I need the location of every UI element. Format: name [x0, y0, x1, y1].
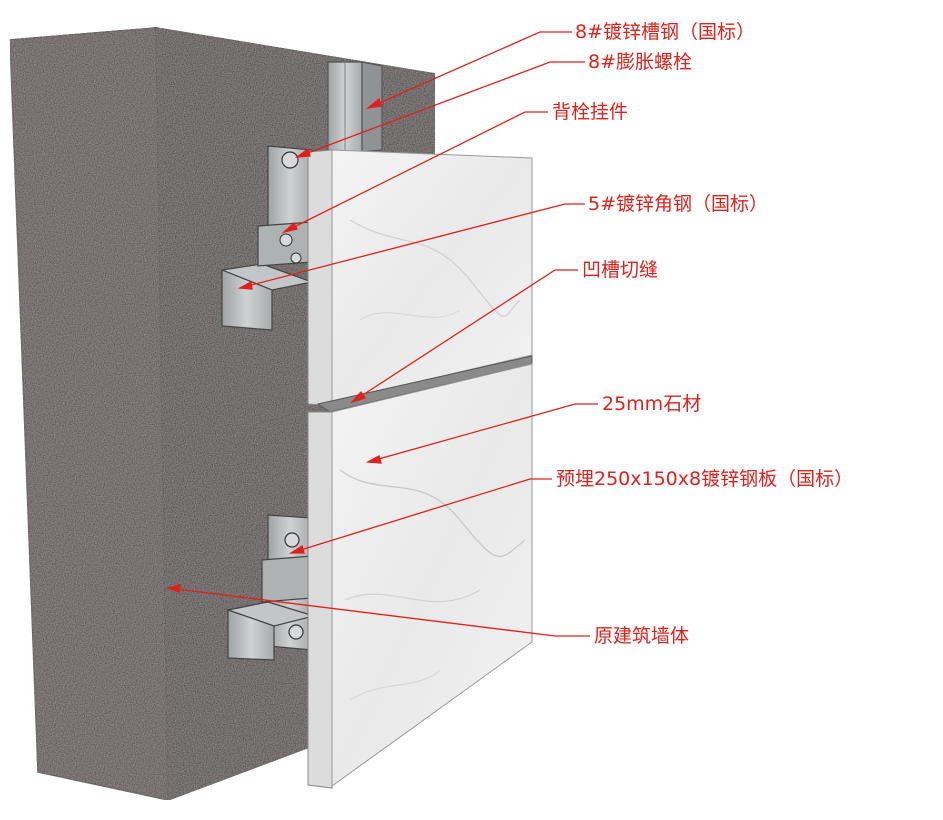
callout-angle-steel: 5#镀锌角钢（国标）	[588, 193, 769, 215]
leader-angle-steel	[237, 203, 585, 290]
bolt-nut-icon	[290, 252, 302, 264]
leader-expansion-bolt	[294, 61, 585, 158]
leader-channel-steel	[365, 31, 572, 110]
callout-original-wall: 原建筑墙体	[594, 625, 690, 647]
leader-stone	[365, 403, 598, 464]
stone-lower-edge	[307, 411, 333, 789]
expansion-bolt-icon	[281, 151, 299, 169]
back-bolt-hanger-lower	[261, 555, 313, 603]
callout-channel-steel: 8#镀锌槽钢（国标）	[575, 21, 756, 43]
marble-vein	[339, 469, 526, 558]
leader-lines	[165, 31, 598, 637]
callout-expansion-bolt: 8#膨胀螺栓	[588, 51, 693, 73]
marble-vein	[344, 589, 481, 603]
leader-back-bolt-hanger	[281, 111, 548, 234]
leader-groove-joint	[349, 269, 578, 404]
angle-steel-upper-leg	[221, 269, 273, 331]
stone-slab-lower	[307, 363, 533, 789]
wall-front-face	[9, 27, 169, 801]
stone-upper-face	[331, 149, 533, 403]
stone-upper-edge	[307, 149, 333, 407]
marble-vein	[349, 669, 441, 701]
stone-lower-face	[331, 363, 533, 787]
leader-embedded-plate	[288, 478, 552, 554]
marble-vein	[349, 219, 521, 317]
callout-back-bolt-hanger: 背栓挂件	[552, 101, 629, 123]
stone-slab-upper	[307, 149, 533, 407]
marble-vein	[359, 309, 461, 321]
bolt-nut-icon	[288, 624, 304, 640]
bolt-nut-icon	[284, 532, 300, 548]
callout-embedded-plate: 预埋250x150x8镀锌钢板（国标）	[556, 468, 854, 490]
leader-original-wall	[165, 584, 590, 637]
angle-steel-lower-leg	[227, 609, 275, 661]
callout-groove-joint: 凹槽切缝	[582, 259, 659, 281]
bolt-nut-icon	[279, 233, 293, 247]
callout-stone-25mm: 25mm石材	[602, 393, 702, 415]
